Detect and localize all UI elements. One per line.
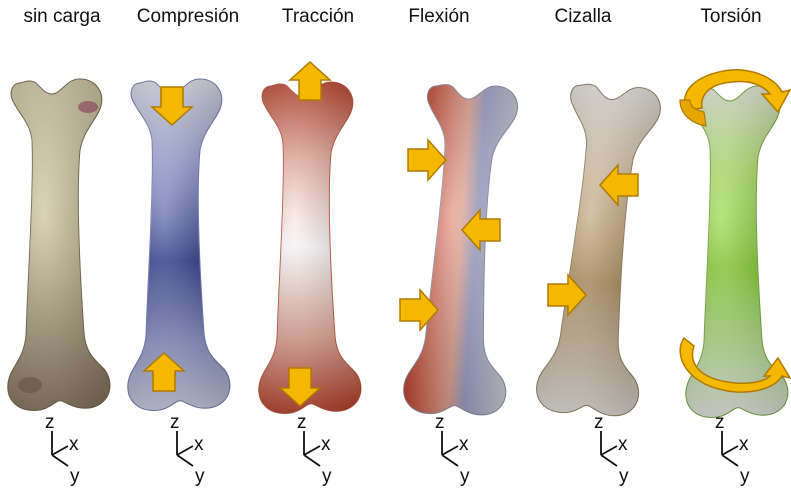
axis-y-label: y	[460, 466, 470, 487]
axis-x-label: x	[459, 434, 469, 455]
bone-cizalla	[534, 80, 670, 420]
axis-z-label: z	[594, 412, 604, 433]
axis-x-label: x	[321, 434, 331, 455]
axis-y-label: y	[322, 466, 332, 487]
bone-traccion	[259, 82, 361, 413]
axis-triad-4: z x y	[435, 412, 470, 487]
axis-z-label: z	[45, 412, 55, 433]
axis-y-label: y	[619, 466, 629, 487]
axis-x-label: x	[739, 434, 749, 455]
axis-z-label: z	[170, 412, 180, 433]
axis-triad-3: z x y	[297, 412, 332, 487]
axis-triad-2: z x y	[170, 412, 205, 487]
axis-z-label: z	[715, 412, 725, 433]
bone-flexion	[402, 81, 527, 419]
axis-y-label: y	[740, 466, 750, 487]
axis-z-label: z	[297, 412, 307, 433]
axis-triad-1: z x y	[45, 412, 80, 487]
axis-triad-5: z x y	[594, 412, 629, 487]
axis-x-label: x	[618, 434, 628, 455]
axis-y-label: y	[70, 466, 80, 487]
bone-sin-carga	[8, 79, 110, 410]
axis-triad-6: z x y	[715, 412, 750, 487]
axis-x-label: x	[194, 434, 204, 455]
bone-compresion	[128, 79, 230, 410]
arrow-bending-upper-left	[408, 140, 446, 180]
axis-y-label: y	[195, 466, 205, 487]
axis-z-label: z	[435, 412, 445, 433]
axis-x-label: x	[69, 434, 79, 455]
